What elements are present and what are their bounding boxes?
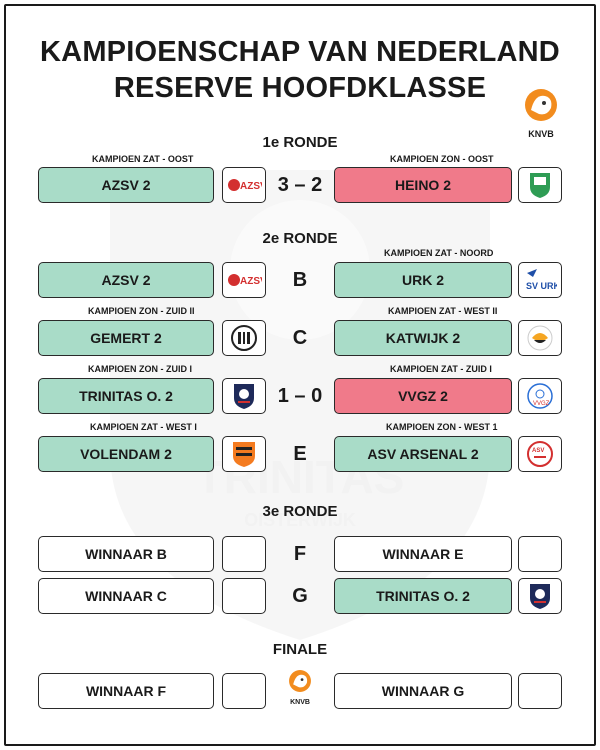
empty-logo-slot: [222, 578, 266, 614]
round2-c-left-tag: KAMPIOEN ZON - ZUID II: [88, 306, 195, 316]
round2-b-right-team[interactable]: URK 2: [334, 262, 512, 298]
final-title: FINALE: [272, 641, 328, 658]
round2-d-left-team[interactable]: TRINITAS O. 2: [38, 378, 214, 414]
round1-score: 3 – 2: [277, 173, 323, 196]
knvb-label: KNVB: [528, 129, 554, 139]
empty-logo-slot: [518, 536, 562, 572]
round2-e-left-tag: KAMPIOEN ZAT - WEST I: [90, 422, 197, 432]
trinitas-logo-icon: [518, 578, 562, 614]
round2-b-left-team[interactable]: AZSV 2: [38, 262, 214, 298]
round2-c-label: C: [292, 326, 308, 349]
gemert-logo-icon: [222, 320, 266, 356]
round2-d-left-tag: KAMPIOEN ZON - ZUID I: [88, 364, 192, 374]
round2-b-right-tag: KAMPIOEN ZAT - NOORD: [384, 248, 494, 258]
round3-f-left-team[interactable]: WINNAAR B: [38, 536, 214, 572]
svg-text:ASV: ASV: [532, 448, 544, 454]
round1-left-team[interactable]: AZSV 2: [38, 167, 214, 203]
round2-c-left-team[interactable]: GEMERT 2: [38, 320, 214, 356]
round1-left-tag: KAMPIOEN ZAT - OOST: [92, 154, 194, 164]
final-knvb-label: KNVB: [290, 699, 310, 706]
round3-g-left-team[interactable]: WINNAAR C: [38, 578, 214, 614]
round2-d-right-tag: KAMPIOEN ZAT - ZUID I: [390, 364, 492, 374]
trinitas-logo-icon: [222, 378, 266, 414]
final-left-team[interactable]: WINNAAR F: [38, 673, 214, 709]
svg-text:AZSV: AZSV: [240, 181, 262, 192]
round3-f-label: F: [293, 542, 307, 565]
round2-d-right-team[interactable]: VVGZ 2: [334, 378, 512, 414]
heino-logo-icon: [518, 167, 562, 203]
svg-text:AZSV: AZSV: [240, 276, 262, 287]
svg-text:VVGZ: VVGZ: [533, 401, 550, 407]
empty-logo-slot: [518, 673, 562, 709]
empty-logo-slot: [222, 536, 266, 572]
title-line1: KAMPIOENSCHAP VAN NEDERLAND: [40, 36, 560, 68]
round1-right-team[interactable]: HEINO 2: [334, 167, 512, 203]
round3-title: 3e RONDE: [262, 503, 338, 520]
round2-title: 2e RONDE: [262, 230, 338, 247]
knvb-logo: KNVB: [520, 86, 562, 139]
round2-b-label: B: [292, 268, 308, 291]
round2-c-right-tag: KAMPIOEN ZAT - WEST II: [388, 306, 498, 316]
lion-icon: [289, 670, 311, 692]
vvgz-logo-icon: VVGZ: [518, 378, 562, 414]
round1-title: 1e RONDE: [262, 134, 338, 151]
round2-e-right-team[interactable]: ASV ARSENAL 2: [334, 436, 512, 472]
urk-logo-icon: SV URK: [518, 262, 562, 298]
round1-right-tag: KAMPIOEN ZON - OOST: [390, 154, 494, 164]
svg-text:SV URK: SV URK: [526, 281, 557, 291]
round2-d-score: 1 – 0: [277, 384, 323, 407]
azsv-logo-icon: AZSV: [222, 262, 266, 298]
lion-icon: [525, 89, 557, 121]
katwijk-logo-icon: [518, 320, 562, 356]
round3-g-label: G: [292, 584, 308, 607]
final-knvb-logo: KNVB: [284, 668, 316, 706]
round2-e-right-tag: KAMPIOEN ZON - WEST 1: [386, 422, 498, 432]
arsenal-logo-icon: ASV: [518, 436, 562, 472]
round2-e-left-team[interactable]: VOLENDAM 2: [38, 436, 214, 472]
empty-logo-slot: [222, 673, 266, 709]
round3-g-right-team[interactable]: TRINITAS O. 2: [334, 578, 512, 614]
final-right-team[interactable]: WINNAAR G: [334, 673, 512, 709]
title-line2: RESERVE HOOFDKLASSE: [113, 72, 487, 104]
volendam-logo-icon: [222, 436, 266, 472]
round2-e-label: E: [293, 442, 307, 465]
azsv-logo-icon: AZSV: [222, 167, 266, 203]
poster-frame: [4, 4, 596, 746]
round3-f-right-team[interactable]: WINNAAR E: [334, 536, 512, 572]
round2-c-right-team[interactable]: KATWIJK 2: [334, 320, 512, 356]
